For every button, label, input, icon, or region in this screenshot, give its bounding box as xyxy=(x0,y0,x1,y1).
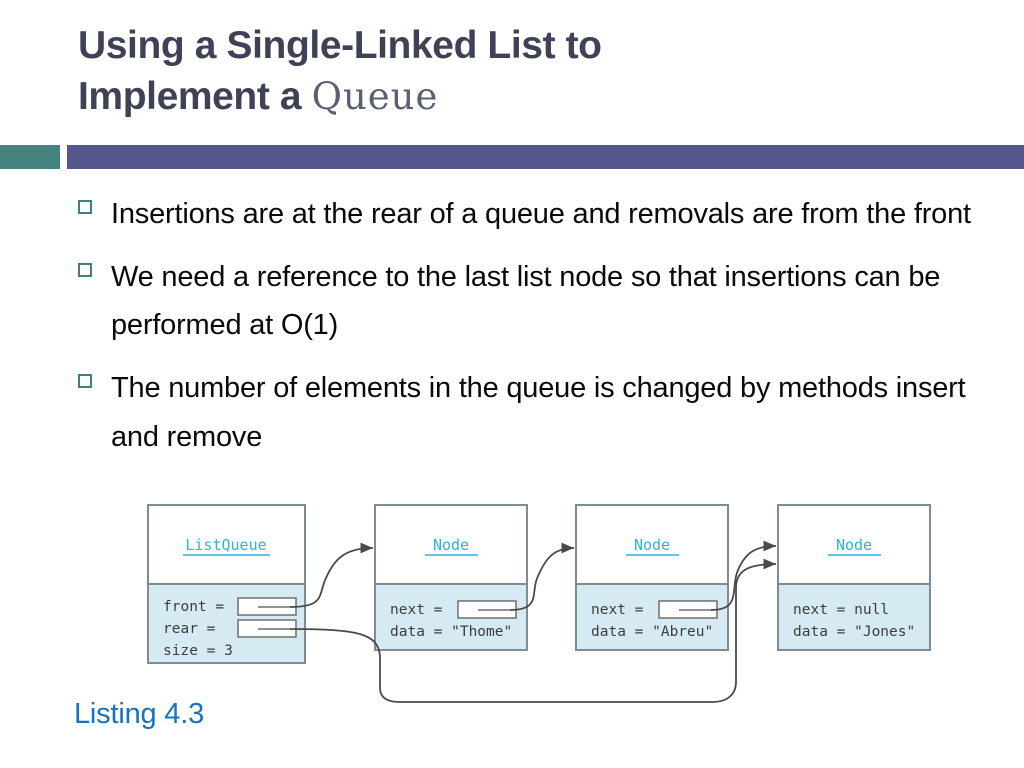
arrow-thome-to-abreu xyxy=(509,542,575,611)
list-item-text: Insertions are at the rear of a queue an… xyxy=(111,198,971,230)
page-title-line-2: Implement a Queue xyxy=(78,71,978,122)
accent-block-purple xyxy=(67,145,1024,169)
diagram-box-node-thome: Node next = data = "Thome" xyxy=(374,504,528,651)
arrow-rear-to-jones xyxy=(289,558,777,703)
arrow-front-to-thome xyxy=(289,542,374,608)
accent-block-teal xyxy=(0,145,60,169)
page-title: Using a Single-Linked List to Implement … xyxy=(78,20,978,123)
square-bullet-icon xyxy=(78,262,92,277)
diagram-field-label: next = xyxy=(390,602,443,618)
diagram-field-label: size = 3 xyxy=(163,643,233,659)
arrow-abreu-to-jones xyxy=(710,540,777,611)
square-bullet-icon xyxy=(78,200,92,214)
diagram-field-value: next = null xyxy=(793,602,889,618)
diagram-field-value: data = "Thome" xyxy=(390,624,512,640)
diagram-class-name: Node xyxy=(433,536,469,554)
list-item-text: We need a reference to the last list nod… xyxy=(111,260,941,342)
diagram-field-label: next = xyxy=(591,602,644,618)
diagram-field-label: rear = xyxy=(163,621,216,637)
title-accent-bar xyxy=(0,145,1024,169)
diagram-box-listqueue: ListQueue front = rear = size = 3 xyxy=(147,504,306,664)
diagram-class-name: Node xyxy=(836,536,872,554)
diagram-box-node-abreu: Node next = data = "Abreu" xyxy=(575,504,729,651)
page-title-code-word: Queue xyxy=(311,75,439,119)
diagram-field-label: front = xyxy=(163,599,224,615)
page-title-line-1: Using a Single-Linked List to xyxy=(78,24,602,67)
square-bullet-icon xyxy=(78,374,92,389)
linked-list-diagram: ListQueue front = rear = size = 3 Node n… xyxy=(130,492,970,707)
page-title-line-2-prefix: Implement a xyxy=(78,75,312,119)
diagram-class-name: ListQueue xyxy=(185,536,266,554)
list-item: The number of elements in the queue is c… xyxy=(78,364,988,461)
list-item: Insertions are at the rear of a queue an… xyxy=(78,190,988,239)
list-item-text: The number of elements in the queue is c… xyxy=(111,372,966,453)
diagram-box-node-jones: Node next = null data = "Jones" xyxy=(777,504,931,651)
bullet-list: Insertions are at the rear of a queue an… xyxy=(78,190,988,476)
list-item: We need a reference to the last list nod… xyxy=(78,253,988,350)
diagram-class-name: Node xyxy=(634,536,670,554)
diagram-field-value: data = "Abreu" xyxy=(591,624,713,640)
listing-label: Listing 4.3 xyxy=(74,698,204,730)
diagram-field-value: data = "Jones" xyxy=(793,624,915,640)
